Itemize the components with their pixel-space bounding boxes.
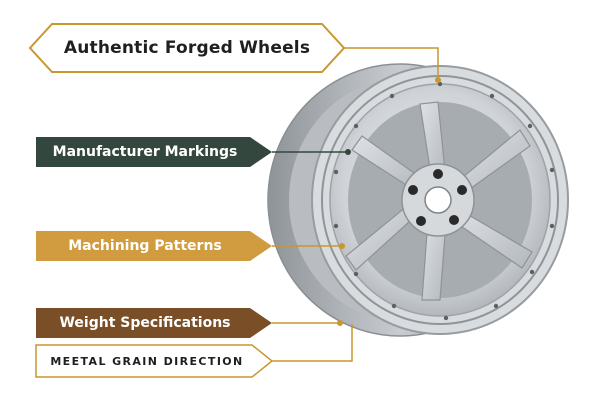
grain-label-outline bbox=[35, 344, 274, 378]
wheel-lip-ring bbox=[321, 75, 559, 325]
label-machining-patterns: Machining Patterns bbox=[36, 231, 272, 261]
label-weight-specifications: Weight Specifications bbox=[36, 308, 272, 338]
label-authentic-forged-wheels: Authentic Forged Wheels bbox=[30, 24, 344, 72]
leader-dots bbox=[337, 77, 441, 326]
label-authentic-text: Authentic Forged Wheels bbox=[63, 38, 311, 58]
label-metal-grain-direction: MEETAL GRAIN DIRECTION bbox=[36, 345, 272, 377]
wheel-center-bore bbox=[424, 186, 452, 214]
label-weight-text: Weight Specifications bbox=[59, 315, 231, 331]
authentic-label-outline bbox=[28, 23, 346, 73]
leader-lines bbox=[272, 47, 439, 362]
label-grain-text: MEETAL GRAIN DIRECTION bbox=[50, 354, 244, 368]
leader-dot-manufacturer bbox=[345, 149, 351, 155]
rim-bolts bbox=[333, 81, 555, 321]
wheel-spokes bbox=[345, 101, 533, 301]
label-machining-text: Machining Patterns bbox=[68, 238, 222, 254]
label-manufacturer-markings: Manufacturer Markings bbox=[36, 137, 272, 167]
lug-holes bbox=[408, 169, 467, 226]
leader-authentic bbox=[344, 47, 439, 80]
label-manufacturer-text: Manufacturer Markings bbox=[52, 144, 238, 160]
leader-grain bbox=[272, 324, 353, 362]
wheel-icon bbox=[267, 63, 569, 337]
